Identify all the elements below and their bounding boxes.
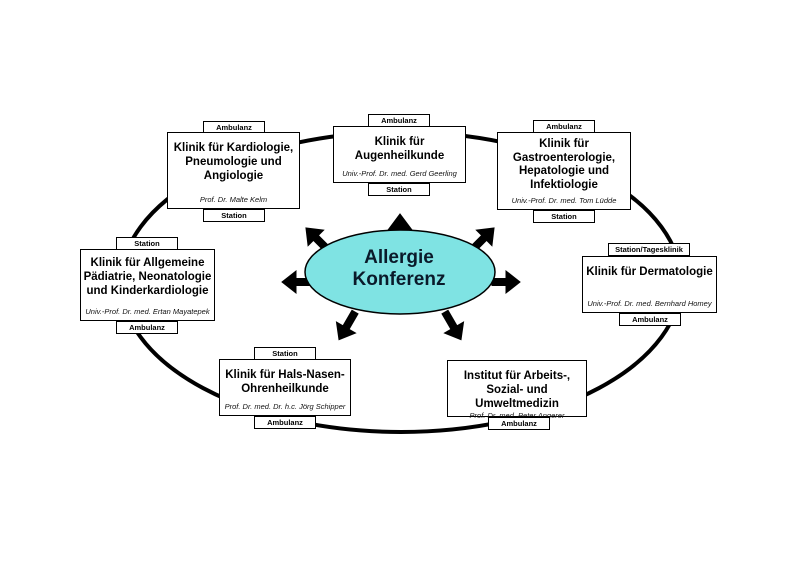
clinic-title: Klinik für Gastroenterologie, Hepatologi… — [498, 133, 630, 192]
arbeitsmedizin-bottom-tag[interactable]: Ambulanz — [488, 417, 550, 430]
clinic-title: Klinik für Dermatologie — [583, 257, 716, 279]
clinic-gastro[interactable]: Klinik für Gastroenterologie, Hepatologi… — [497, 132, 631, 210]
hno-bottom-tag[interactable]: Ambulanz — [254, 416, 316, 429]
title-line: Klinik für — [374, 136, 425, 148]
dermatologie-top-tag[interactable]: Station/Tagesklinik — [608, 243, 690, 256]
clinic-hno[interactable]: Klinik für Hals-Nasen- Ohrenheilkunde Pr… — [219, 359, 351, 416]
clinic-dermatologie[interactable]: Klinik für Dermatologie Univ.-Prof. Dr. … — [582, 256, 717, 313]
title-line: Angiologie — [203, 170, 264, 182]
clinic-title: Klinik für Allgemeine Pädiatrie, Neonato… — [81, 250, 214, 298]
center-line1: Allergie — [364, 247, 434, 268]
center-ellipse — [304, 229, 496, 315]
title-line: Klinik für Allgemeine — [90, 257, 205, 269]
title-line: Pneumologie und — [185, 156, 282, 168]
title-line: Klinik für Dermatologie — [586, 266, 713, 278]
dermatologie-bottom-tag[interactable]: Ambulanz — [619, 313, 681, 326]
clinic-head: Prof. Dr. med. Dr. h.c. Jörg Schipper — [224, 402, 346, 411]
clinic-head: Univ.-Prof. Dr. med. Ertan Mayatepek — [85, 307, 210, 316]
clinic-arbeitsmedizin[interactable]: Institut für Arbeits-, Sozial- und Umwel… — [447, 360, 587, 420]
augen-bottom-tag[interactable]: Station — [368, 183, 430, 196]
clinic-paediatrie[interactable]: Klinik für Allgemeine Pädiatrie, Neonato… — [80, 249, 215, 321]
title-line: und Kinderkardiologie — [86, 285, 209, 297]
kardiologie-bottom-tag[interactable]: Station — [203, 209, 265, 222]
center-line2: Konferenz — [352, 269, 446, 290]
arrow-lower-left-icon — [335, 309, 359, 341]
clinic-title: Klinik für Augenheilkunde — [334, 127, 465, 163]
title-line: Klinik für Hals-Nasen- — [225, 369, 345, 381]
clinic-head: Prof. Dr. Malte Kelm — [199, 195, 268, 204]
clinic-head: Prof. Dr. med. Peter Angerer — [469, 411, 565, 420]
clinic-augen[interactable]: Klinik für Augenheilkunde Univ.-Prof. Dr… — [333, 126, 466, 183]
title-line: Hepatologie und — [518, 165, 610, 177]
clinic-kardiologie[interactable]: Klinik für Kardiologie, Pneumologie und … — [167, 132, 300, 209]
arrow-upper-right-icon — [466, 227, 495, 256]
arrow-left-icon — [281, 269, 311, 295]
title-line: Institut für Arbeits-, — [463, 370, 571, 382]
title-line: Augenheilkunde — [354, 150, 445, 162]
title-line: Klinik für — [539, 138, 589, 150]
arrow-lower-right-icon — [441, 309, 465, 341]
clinic-title: Klinik für Kardiologie, Pneumologie und … — [168, 133, 299, 183]
title-line: Ohrenheilkunde — [241, 383, 329, 395]
title-line: Gastroenterologie, — [512, 151, 616, 164]
clinic-title: Klinik für Hals-Nasen- Ohrenheilkunde — [220, 360, 350, 396]
arrow-right-icon — [491, 269, 521, 295]
title-line: Sozial- und Umweltmedizin — [475, 384, 559, 410]
gastro-bottom-tag[interactable]: Station — [533, 210, 595, 223]
center-label: Allergie Konferenz — [305, 247, 493, 291]
title-line: Klinik für Kardiologie, — [173, 142, 294, 154]
title-line: Infektiologie — [530, 178, 598, 191]
clinic-head: Univ.-Prof. Dr. med. Tom Lüdde — [511, 196, 617, 205]
title-line: Pädiatrie, Neonatologie — [83, 271, 212, 283]
clinic-head: Univ.-Prof. Dr. med. Bernhard Homey — [587, 299, 712, 308]
clinic-head: Univ.-Prof. Dr. med. Gerd Geerling — [342, 169, 457, 178]
clinic-title: Institut für Arbeits-, Sozial- und Umwel… — [448, 361, 586, 411]
arrows — [281, 213, 521, 341]
paediatrie-bottom-tag[interactable]: Ambulanz — [116, 321, 178, 334]
